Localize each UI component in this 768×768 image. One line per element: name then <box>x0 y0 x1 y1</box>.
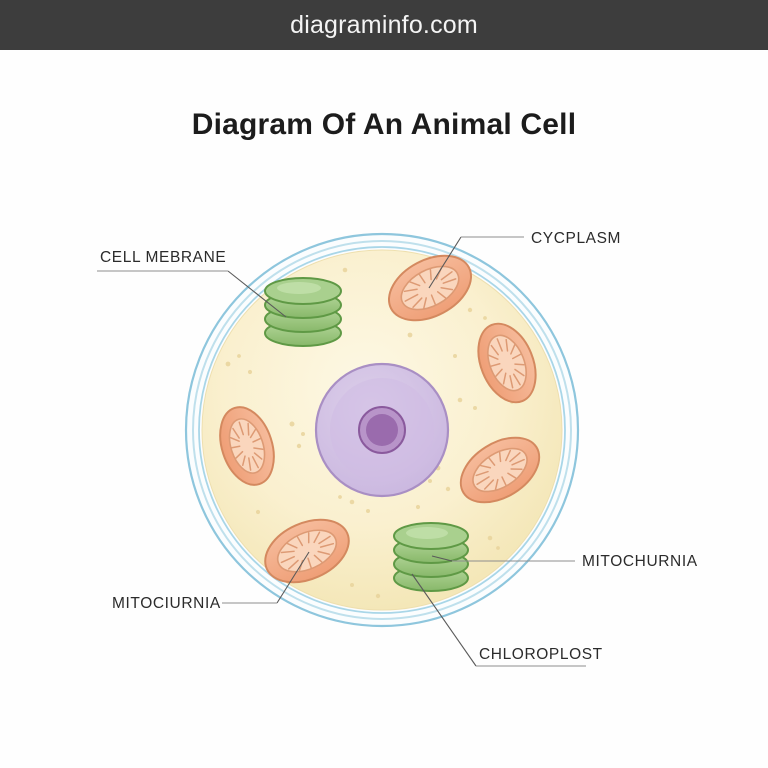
leader-mitochondria-right <box>431 555 453 562</box>
leader-cytoplasm <box>428 236 462 289</box>
watermark-bar: diagraminfo.com <box>0 0 768 50</box>
mitochondria-group <box>219 254 541 584</box>
golgi-stack-group <box>264 277 469 592</box>
leader-cell-membrane <box>227 270 287 318</box>
label-cell-membrane: CELL MEBRANE <box>100 249 226 266</box>
label-leaders <box>227 236 477 667</box>
nucleus-group <box>314 362 450 498</box>
mitochondrion <box>459 436 541 504</box>
membrane-mid-ring <box>192 240 572 620</box>
leader-mitochondria-left <box>276 551 310 604</box>
nucleolus <box>366 414 398 446</box>
mitochondrion <box>264 518 350 584</box>
label-mitochondria-right: MITOCHURNIA <box>582 553 698 570</box>
golgi-stack <box>264 277 342 347</box>
label-underlines <box>97 236 586 667</box>
page-title: Diagram Of An Animal Cell <box>191 108 577 141</box>
label-chloroplast: CHLOROPLOST <box>479 646 603 663</box>
label-mitochondria-left: MITOCIURNIA <box>112 595 221 612</box>
mitochondrion <box>477 322 537 404</box>
membrane-inner-ring <box>198 246 566 614</box>
golgi-stack <box>393 522 469 592</box>
mitochondrion <box>219 406 275 486</box>
label-cytoplasm: CYCPLASM <box>531 230 621 247</box>
mitochondrion <box>387 254 473 322</box>
leader-chloroplast <box>411 573 477 667</box>
watermark-label: diagraminfo.com <box>290 10 478 39</box>
